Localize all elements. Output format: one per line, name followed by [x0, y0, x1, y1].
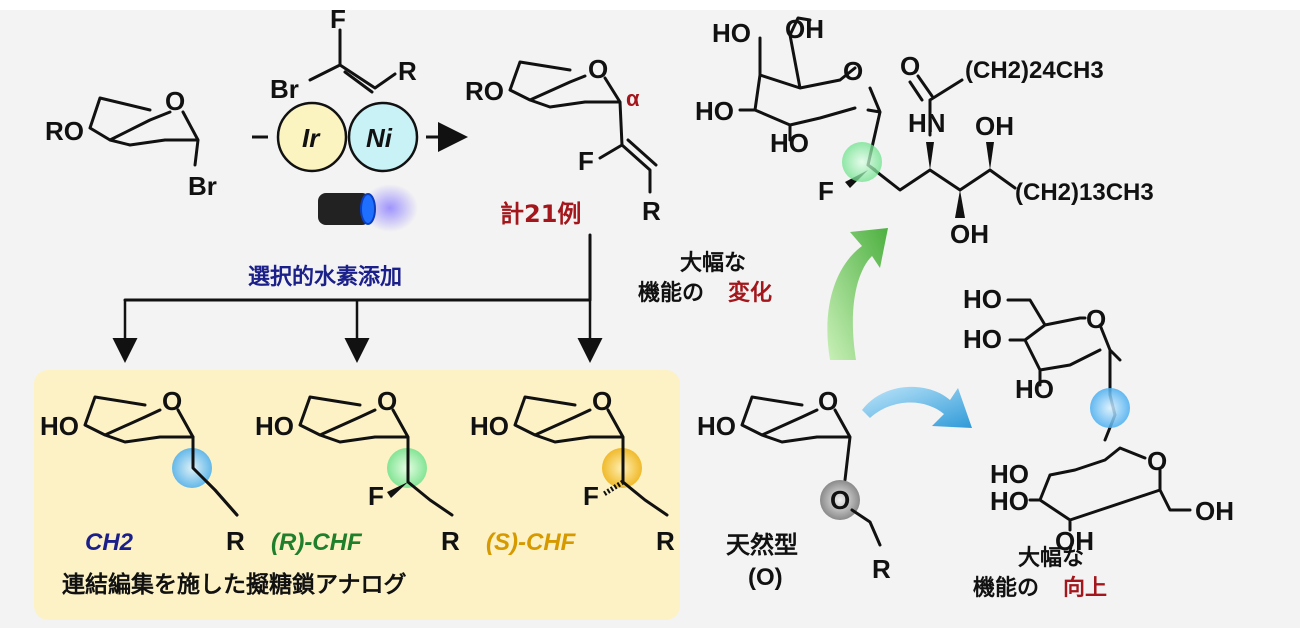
natural-type-sub: (O) [748, 564, 783, 591]
fluorine-label: F [583, 481, 599, 511]
ir-label: Ir [302, 123, 321, 153]
ni-label: Ni [366, 123, 393, 153]
change-label-line2: 機能の [638, 280, 704, 306]
oh-label: OH [1195, 496, 1234, 526]
ring-oxygen: O [377, 386, 397, 416]
carbonyl-oxygen: O [900, 51, 920, 81]
top-band [0, 0, 1300, 10]
oh-label: OH [975, 111, 1014, 141]
c-disaccharide-analog: HO O HO HO HO O HO OH OH [963, 284, 1234, 556]
r-group-label: R [872, 554, 891, 584]
ho-label: HO [990, 459, 1029, 489]
natural-glycoside: HO O O R 天然型 (O) [697, 386, 891, 591]
ho-label: HO [255, 411, 294, 441]
catalyst-system: Ir Ni [252, 101, 468, 232]
s-chf-label: (S)-CHF [486, 529, 577, 556]
ir-cycle-icon [276, 101, 348, 173]
ring-oxygen: O [165, 86, 185, 116]
r-group-label: R [226, 526, 245, 556]
fluorine-label: F [330, 4, 346, 34]
linker-highlight-green [842, 142, 882, 182]
oh-label: OH [950, 219, 989, 249]
r-chf-label: (R)-CHF [271, 529, 363, 556]
analog-ch2: HO O R CH2 [40, 386, 245, 556]
alpha-label: α [626, 86, 640, 111]
bromine-label: Br [270, 74, 299, 104]
analog-s-chf: HO O F R (S)-CHF [470, 386, 675, 556]
ro-label: RO [45, 116, 84, 146]
ho-label: HO [963, 324, 1002, 354]
oxygen-highlight-grey [820, 480, 860, 520]
change-label-highlight: 変化 [728, 280, 772, 306]
selective-hydrogenation-label: 選択的水素添加 [248, 264, 402, 290]
ho-label: HO [1015, 374, 1054, 404]
improve-label-line2: 機能の [973, 575, 1039, 601]
r-group-label: R [441, 526, 460, 556]
fluorine-label: F [578, 146, 594, 176]
oh-label: OH [1055, 526, 1094, 556]
ring-oxygen: O [818, 386, 838, 416]
ho-label: HO [990, 486, 1029, 516]
change-arrow [827, 228, 888, 360]
ho-label: HO [40, 411, 79, 441]
ring-oxygen: O [162, 386, 182, 416]
ro-label: RO [465, 76, 504, 106]
ring-oxygen: O [592, 386, 612, 416]
ring-oxygen: O [1086, 304, 1106, 334]
ring-oxygen: O [1147, 446, 1167, 476]
ring-oxygen: O [588, 54, 608, 84]
analog-panel [34, 370, 680, 620]
ch2-label: CH2 [85, 529, 134, 556]
improve-label-line1: 大幅な [1018, 546, 1084, 571]
ni-cycle-icon [347, 101, 419, 173]
example-count: 計21例 [500, 200, 581, 228]
branch-arrows: 選択的水素添加 [112, 233, 603, 363]
hn-label: HN [908, 108, 946, 138]
light-source-icon [318, 184, 418, 232]
ring-oxygen: O [843, 56, 863, 86]
ho-label: HO [712, 18, 751, 48]
ho-label: HO [963, 284, 1002, 314]
glycosyl-bromide: RO O Br [45, 86, 217, 201]
fluorine-label: F [818, 176, 834, 206]
bromofluoroalkene: F Br R [270, 4, 417, 104]
acyl-chain-label: (CH2)24CH3 [965, 57, 1104, 84]
linker-highlight-blue [1090, 388, 1130, 428]
r-group-label: R [656, 526, 675, 556]
ho-label: HO [770, 128, 809, 158]
change-label-line1: 大幅な [680, 251, 746, 276]
fluorine-label: F [368, 481, 384, 511]
galactosylceramide-analog: HO OH O HO HO F O (CH2)24CH3 HN OH OH (C… [695, 14, 1154, 249]
improve-label-highlight: 向上 [1063, 575, 1107, 601]
glycosidic-oxygen: O [830, 485, 850, 515]
natural-type-label: 天然型 [726, 531, 798, 559]
oh-label: OH [785, 14, 824, 44]
ho-label: HO [470, 411, 509, 441]
r-group-label: R [642, 196, 661, 226]
alkyl-chain-label: (CH2)13CH3 [1015, 179, 1154, 206]
bromine-label: Br [188, 171, 217, 201]
r-group-label: R [398, 56, 417, 86]
improve-arrow [862, 386, 972, 428]
ho-label: HO [695, 96, 734, 126]
analog-caption: 連結編集を施した擬糖鎖アナログ [62, 571, 407, 598]
ho-label: HO [697, 411, 736, 441]
analog-r-chf: HO O F R (R)-CHF [255, 386, 460, 556]
fluoroalkenyl-glycoside: RO O α F R 計21例 [465, 54, 661, 228]
